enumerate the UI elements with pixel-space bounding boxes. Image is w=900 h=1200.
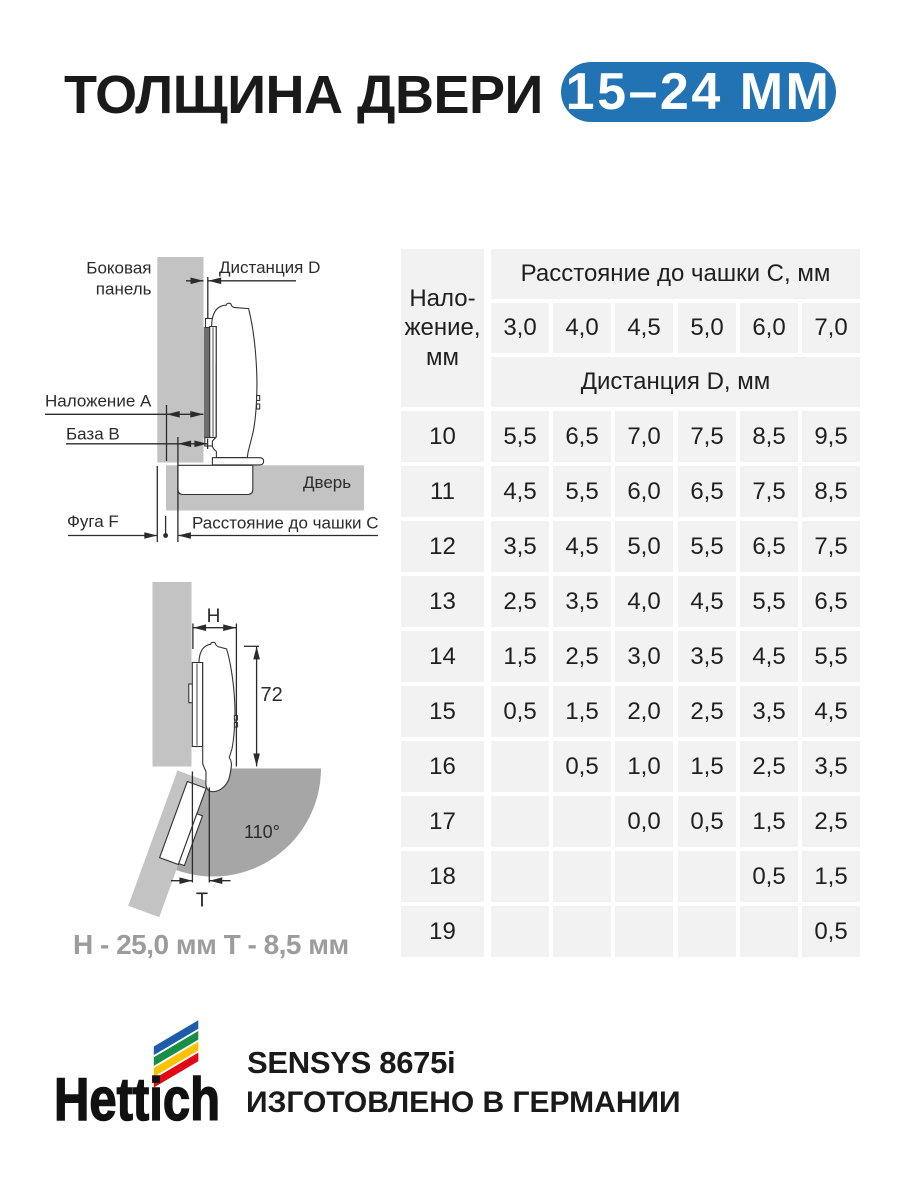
svg-text:110°: 110° xyxy=(244,822,280,842)
svg-text:Дистанция D: Дистанция D xyxy=(219,258,320,277)
svg-text:Боковая: Боковая xyxy=(86,259,151,278)
svg-text:72: 72 xyxy=(261,684,283,706)
svg-text:панель: панель xyxy=(96,280,152,299)
svg-text:T: T xyxy=(196,890,208,912)
svg-text:H: H xyxy=(207,606,221,627)
svg-text:Наложение A: Наложение A xyxy=(45,392,152,411)
svg-text:Hettich: Hettich xyxy=(54,1066,220,1133)
svg-text:Расстояние до чашки C: Расстояние до чашки C xyxy=(192,514,379,533)
svg-text:База B: База B xyxy=(66,424,120,443)
svg-text:Дверь: Дверь xyxy=(303,473,351,492)
svg-text:Фуга F: Фуга F xyxy=(67,512,119,531)
